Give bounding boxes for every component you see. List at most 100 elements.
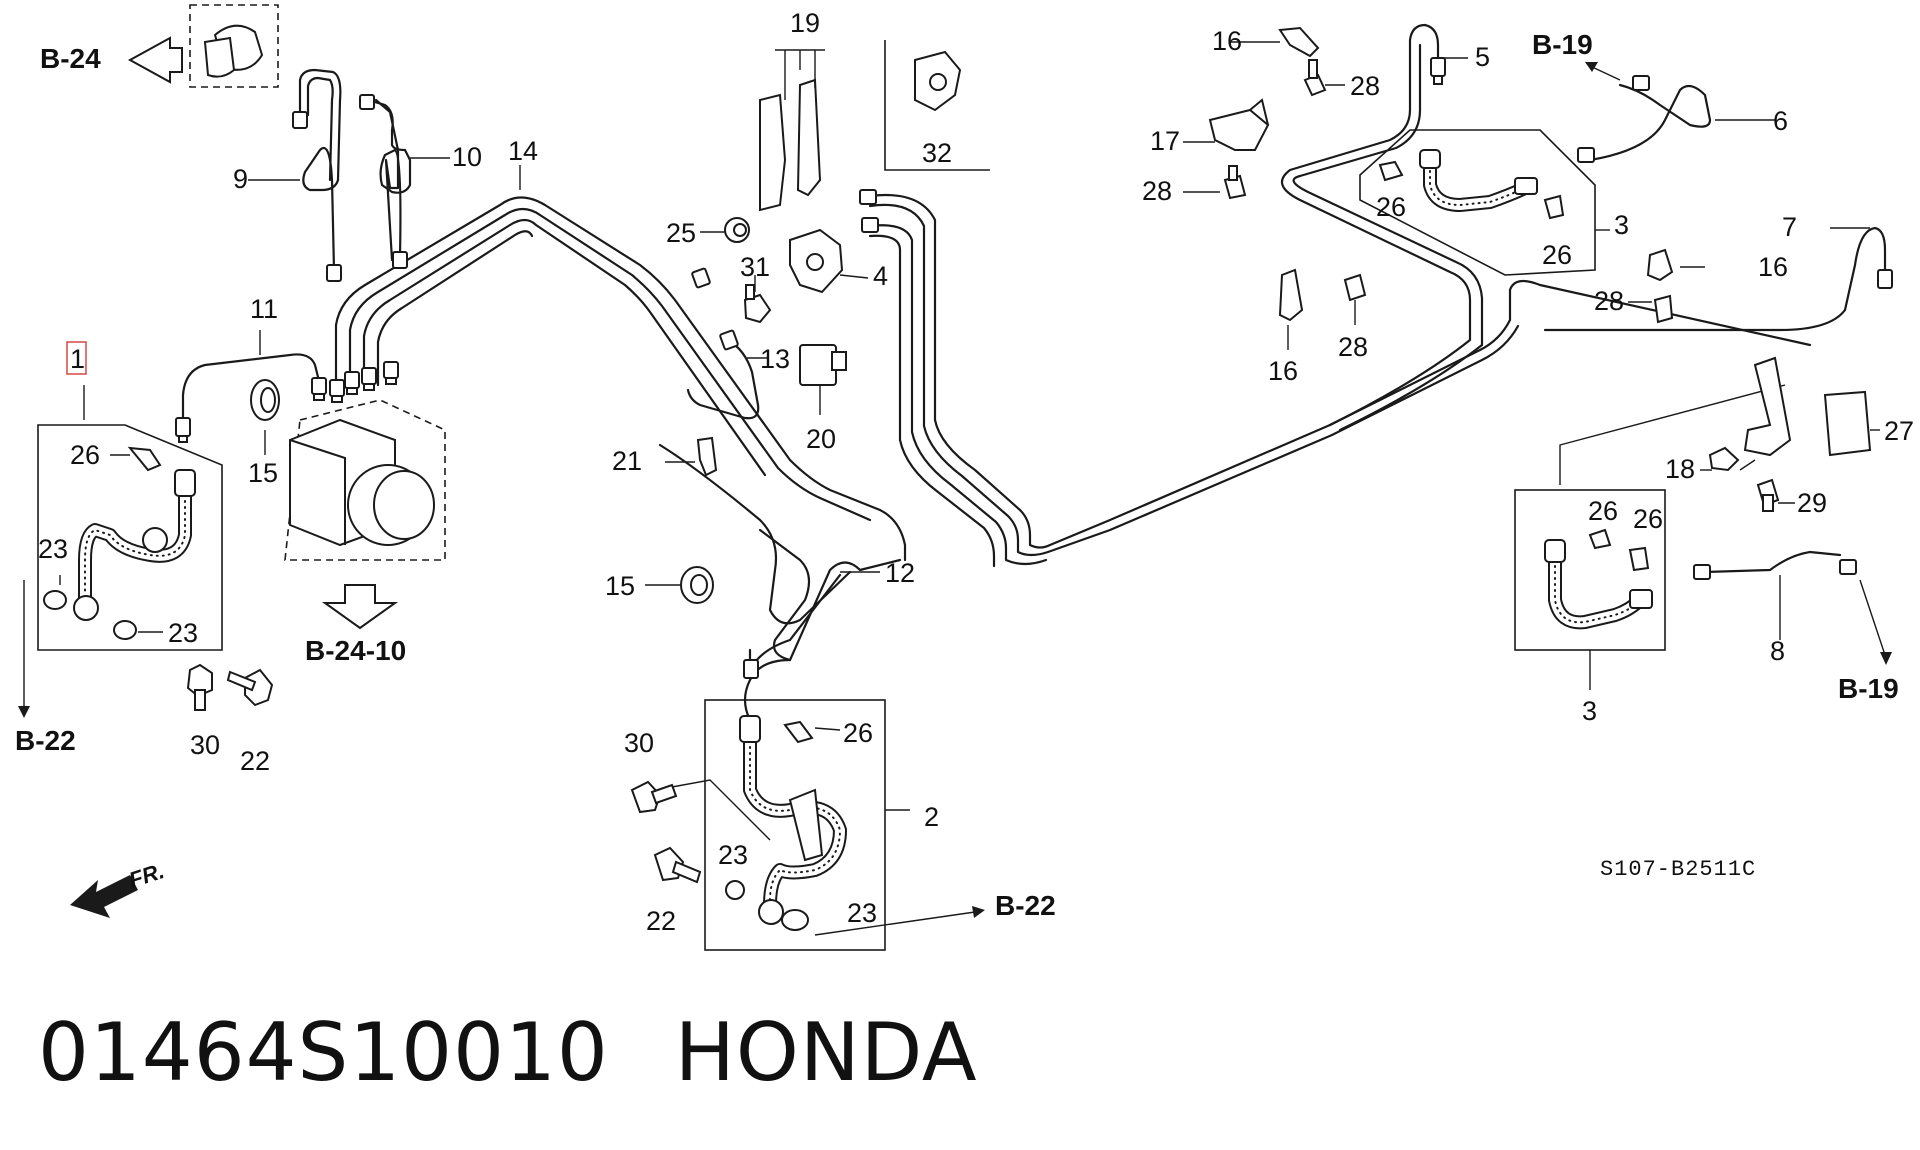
- callout-12[interactable]: 12: [885, 558, 915, 588]
- ref-b19-bottom[interactable]: B-19: [1838, 673, 1899, 704]
- part-number: 01464S10010: [38, 1006, 609, 1099]
- callout-22-center[interactable]: 22: [646, 906, 676, 936]
- callout-26-upper-b[interactable]: 26: [1542, 240, 1572, 270]
- callout-23-center-b[interactable]: 23: [847, 898, 877, 928]
- callout-10[interactable]: 10: [452, 142, 482, 172]
- hose-assembly-3-lower: [1514, 384, 1786, 690]
- hose-assembly-2: B-22: [630, 699, 1056, 951]
- callout-5[interactable]: 5: [1475, 42, 1490, 72]
- callout-7[interactable]: 7: [1782, 212, 1797, 242]
- callout-23-center-a[interactable]: 23: [718, 840, 748, 870]
- fitting: [1430, 57, 1446, 85]
- callout-28-left[interactable]: 28: [1142, 176, 1172, 206]
- callout-26-upper-a[interactable]: 26: [1376, 192, 1406, 222]
- pipe-10: [366, 98, 412, 262]
- fitting: [329, 379, 345, 403]
- fitting: [1693, 559, 1857, 580]
- right-brackets: [1208, 26, 1872, 512]
- grommets: [250, 379, 714, 604]
- callout-26-lower-a[interactable]: 26: [1588, 496, 1618, 526]
- front-indicator: FR.: [70, 858, 167, 918]
- callout-3-lower[interactable]: 3: [1582, 696, 1597, 726]
- ref-b22-right[interactable]: B-22: [995, 890, 1056, 921]
- pipe-rear-long: [1280, 23, 1484, 432]
- callout-23-left-a[interactable]: 23: [38, 534, 68, 564]
- callout-16-top[interactable]: 16: [1212, 26, 1242, 56]
- leader-lines: [248, 41, 1880, 640]
- fitting: [361, 367, 377, 391]
- callout-20[interactable]: 20: [806, 424, 836, 454]
- ref-b19-top[interactable]: B-19: [1532, 29, 1593, 60]
- pipe-11: [181, 353, 322, 422]
- callout-25[interactable]: 25: [666, 218, 696, 248]
- pipe-8: [1703, 550, 1842, 574]
- center-parts: [696, 40, 990, 477]
- diagram-code: S107-B2511C: [1600, 857, 1756, 882]
- caption: 01464S10010 HONDA: [38, 1006, 978, 1099]
- callout-8[interactable]: 8: [1770, 636, 1785, 666]
- fitting: [1577, 147, 1595, 163]
- callout-30-center[interactable]: 30: [624, 728, 654, 758]
- hose-assembly-3-upper: [1359, 129, 1610, 276]
- bolts-left: [186, 663, 274, 711]
- callout-13[interactable]: 13: [760, 344, 790, 374]
- callout-28-mid[interactable]: 28: [1338, 332, 1368, 362]
- callout-32[interactable]: 32: [922, 138, 952, 168]
- fitting: [292, 111, 342, 282]
- pipe-13: [686, 338, 760, 420]
- b24-10-arrow: [321, 584, 399, 630]
- b24-arrow: [127, 36, 183, 84]
- pipe-12: [758, 528, 902, 662]
- pipe-4-bundle: [868, 194, 1812, 568]
- callout-21[interactable]: 21: [612, 446, 642, 476]
- modulator-unit: B-24-10: [284, 399, 446, 666]
- callout-9[interactable]: 9: [233, 164, 248, 194]
- callout-26-center[interactable]: 26: [843, 718, 873, 748]
- fitting: [175, 417, 191, 443]
- callout-29[interactable]: 29: [1797, 488, 1827, 518]
- callout-26-left[interactable]: 26: [70, 440, 100, 470]
- pipe-9: [298, 68, 342, 272]
- callout-18[interactable]: 18: [1665, 454, 1695, 484]
- ref-b24-10[interactable]: B-24-10: [305, 635, 406, 666]
- callout-19[interactable]: 19: [790, 8, 820, 38]
- callout-30-left[interactable]: 30: [190, 730, 220, 760]
- b24-detail: B-24: [40, 4, 279, 88]
- callout-2[interactable]: 2: [924, 802, 939, 832]
- callout-14[interactable]: 14: [508, 136, 538, 166]
- pipe-6: [1588, 83, 1712, 162]
- fitting: [859, 189, 879, 233]
- callout-28-right[interactable]: 28: [1594, 286, 1624, 316]
- callout-27[interactable]: 27: [1884, 416, 1914, 446]
- callout-23-left-b[interactable]: 23: [168, 618, 198, 648]
- pipe-14: [334, 196, 907, 562]
- front-label: FR.: [126, 858, 167, 893]
- callout-6[interactable]: 6: [1773, 106, 1788, 136]
- fittings: [175, 57, 1893, 679]
- callout-28-top[interactable]: 28: [1350, 71, 1380, 101]
- ref-b22-left[interactable]: B-22: [15, 725, 76, 756]
- callout-3-upper[interactable]: 3: [1614, 210, 1629, 240]
- callout-16-mid[interactable]: 16: [1268, 356, 1298, 386]
- callout-16-right[interactable]: 16: [1758, 252, 1788, 282]
- callout-26-lower-b[interactable]: 26: [1633, 504, 1663, 534]
- callout-31[interactable]: 31: [740, 252, 770, 282]
- fitting: [691, 267, 711, 289]
- callout-numbers: 1 2 3 3 4 5 6 7 8 9 10 11 12 13 14 15 15…: [38, 8, 1914, 936]
- b19-refs: B-19 B-19: [1532, 29, 1899, 704]
- callout-4[interactable]: 4: [873, 261, 888, 291]
- pipe-7: [1543, 226, 1887, 332]
- callout-15-left[interactable]: 15: [248, 458, 278, 488]
- brand-name: HONDA: [674, 1006, 978, 1099]
- fitting: [359, 94, 408, 269]
- callout-22-left[interactable]: 22: [240, 746, 270, 776]
- callout-1[interactable]: 1: [70, 344, 85, 374]
- fitting: [344, 371, 360, 395]
- callout-17[interactable]: 17: [1150, 126, 1180, 156]
- pipe-12-main: [658, 443, 852, 737]
- hose-assembly-1: B-22: [15, 341, 223, 756]
- callout-11[interactable]: 11: [250, 294, 278, 324]
- callout-15-center[interactable]: 15: [605, 571, 635, 601]
- ref-b24[interactable]: B-24: [40, 43, 101, 74]
